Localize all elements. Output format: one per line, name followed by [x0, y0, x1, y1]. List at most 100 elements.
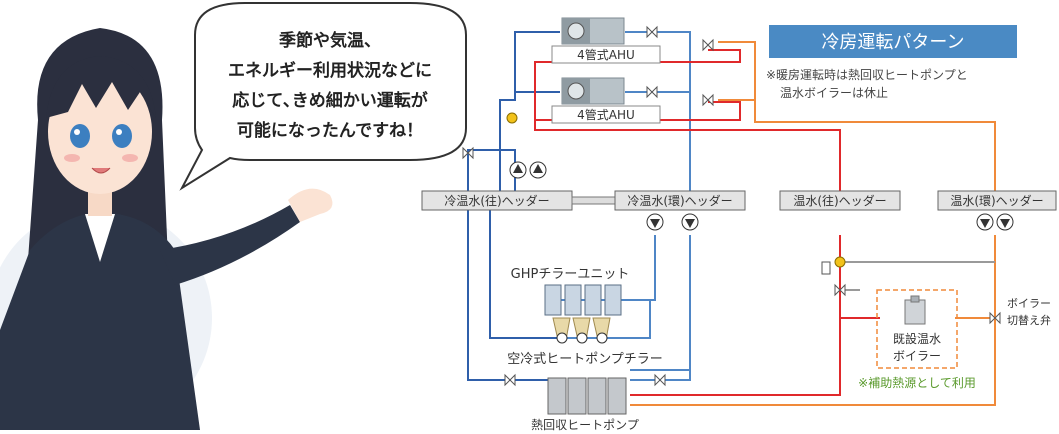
boiler-label-line-2: ボイラー	[893, 349, 941, 363]
character-arm	[160, 205, 300, 285]
valve-icon	[646, 85, 658, 99]
character-shirt	[85, 214, 115, 262]
character-blush	[64, 154, 80, 162]
hot-supply-pipe	[534, 49, 841, 195]
character-mouth	[91, 167, 111, 174]
header-box	[614, 190, 746, 211]
existing-boiler	[904, 295, 926, 325]
character-illustration	[0, 28, 333, 430]
sensor-icon	[834, 256, 846, 268]
title-background	[769, 25, 1017, 58]
header-box	[937, 190, 1057, 211]
ghp-chiller-label: GHPチラーユニット	[511, 267, 630, 282]
warm-return-pipe	[718, 41, 996, 195]
header-hw-return: 温水(環)ヘッダー	[937, 190, 1057, 211]
diagram-title-box: 冷房運転パターン	[769, 25, 1017, 58]
speech-bubble: 季節や気温、 エネルギー利用状況などに 応じて､きめ細かい運転が 可能になったん…	[179, 2, 467, 191]
speech-line-3: 応じて､きめ細かい運転が	[232, 90, 428, 111]
three-way-valve-icon	[702, 93, 714, 107]
speech-bubble-shape	[179, 2, 467, 191]
heat-recovery-heat-pump	[547, 377, 627, 415]
valve-icon	[646, 25, 658, 39]
cold-return-pipe	[565, 300, 651, 339]
ahu-label-box	[551, 105, 661, 124]
heat-recovery-valves	[504, 373, 666, 387]
pump-arrow-icon	[513, 164, 523, 173]
valve-icon	[504, 373, 516, 387]
header-hw-supply: 温水(往)ヘッダー	[779, 190, 901, 211]
header-chw-return: 冷温水(環)ヘッダー	[614, 190, 746, 211]
warm-return-pipe	[630, 235, 996, 406]
chiller-unit	[584, 284, 602, 316]
header-label: 冷温水(環)ヘッダー	[627, 193, 732, 208]
heat-pump-module	[607, 377, 627, 415]
header-label: 温水(往)ヘッダー	[793, 193, 886, 208]
heating-note-line-2: 温水ボイラーは休止	[780, 86, 888, 100]
pump-icon	[576, 332, 588, 344]
valve-icon	[462, 146, 474, 160]
pump-arrow-icon	[685, 219, 695, 228]
cold-supply-pipe	[499, 31, 560, 210]
pipe-network	[467, 31, 996, 406]
character-blush	[122, 154, 138, 162]
speech-line-4: 可能になったんですね！	[237, 120, 423, 141]
cold-supply-pipe	[467, 200, 560, 381]
boiler-label-line-1: 既設温水	[893, 331, 941, 346]
air-cooled-chiller	[552, 317, 611, 344]
fan-icon	[567, 22, 585, 40]
switch-valve-label-line-1: ボイラー	[1007, 297, 1051, 310]
fan-icon	[567, 82, 585, 100]
pump-group-return	[646, 213, 1014, 231]
three-way-valve-icon	[834, 283, 846, 297]
diagram-title: 冷房運転パターン	[821, 32, 964, 53]
character-left-eye	[70, 124, 90, 148]
heat-pump-module	[547, 377, 567, 415]
character-eye-highlight	[116, 129, 122, 135]
ghp-chiller-units	[544, 284, 622, 316]
header-label: 温水(環)ヘッダー	[950, 193, 1043, 208]
hot-side-valves	[821, 256, 1001, 325]
valve-group	[462, 25, 714, 160]
hot-supply-pipe	[630, 235, 841, 396]
heat-pump-module	[567, 377, 587, 415]
ahu-label: 4管式AHU	[577, 47, 635, 62]
ahu-unit-2: 4管式AHU	[551, 77, 661, 124]
controller-icon	[821, 261, 831, 275]
speech-line-2: エネルギー利用状況などに	[228, 60, 432, 81]
boiler-dashed-box	[876, 289, 958, 369]
chiller-unit	[564, 284, 582, 316]
heating-note-line-1: ※暖房運転時は熱回収ヒートポンプと	[766, 67, 968, 82]
switch-valve-label-line-2: 切替え弁	[1007, 313, 1051, 327]
character-bangs	[46, 56, 156, 118]
pump-arrow-icon	[533, 164, 543, 173]
three-way-valve-icon	[702, 38, 714, 52]
ahu-unit-1: 4管式AHU	[551, 17, 661, 64]
header-chw-supply: 冷温水(往)ヘッダー	[421, 190, 573, 211]
character-hand	[288, 188, 333, 222]
character-suit	[0, 212, 200, 430]
cold-supply-pipe	[489, 200, 560, 339]
cold-return-pipe	[630, 235, 691, 381]
boiler-body	[904, 299, 926, 325]
header-box	[779, 190, 901, 211]
chiller-unit	[544, 284, 562, 316]
character-right-eye	[112, 124, 132, 148]
auxiliary-heat-note: ※補助熱源として利用	[858, 376, 976, 390]
pump-icon	[596, 332, 608, 344]
pump-arrow-icon	[980, 219, 990, 228]
character-eye-highlight	[74, 129, 80, 135]
pump-group-supply	[509, 161, 547, 179]
ahu-label-box	[551, 45, 661, 64]
pump-arrow-icon	[650, 219, 660, 228]
ahu-label: 4管式AHU	[577, 107, 635, 122]
boiler-flue	[910, 295, 920, 303]
pump-icon	[556, 332, 568, 344]
sensor-icon	[506, 112, 518, 124]
header-label: 冷温水(往)ヘッダー	[444, 193, 549, 208]
pump-arrow-icon	[1000, 219, 1010, 228]
switch-valve-icon	[989, 311, 1001, 325]
heat-pump-module	[587, 377, 607, 415]
heat-recovery-label: 熱回収ヒートポンプ	[531, 418, 639, 432]
valve-icon	[654, 373, 666, 387]
